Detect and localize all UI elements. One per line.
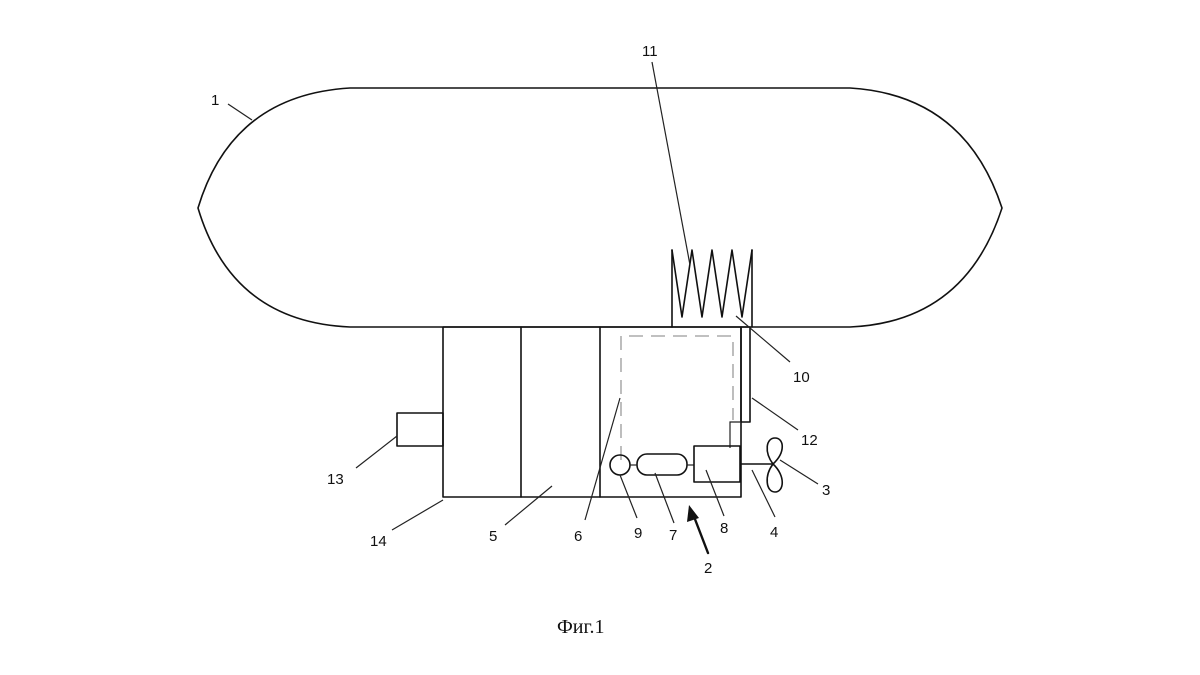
label-1: 1 (211, 92, 219, 109)
leader-8 (705, 469, 725, 517)
label-9: 9 (634, 525, 642, 542)
leader-1 (227, 103, 253, 121)
label-8: 8 (720, 520, 728, 537)
label-2: 2 (704, 560, 712, 577)
leader-9 (619, 474, 638, 519)
arrow-2-shaft (691, 512, 710, 555)
label-13: 13 (327, 471, 344, 488)
leader-11 (651, 61, 691, 266)
label-7: 7 (669, 527, 677, 544)
leader-14 (391, 499, 444, 531)
control-wire (729, 421, 741, 448)
label-12: 12 (801, 432, 818, 449)
leader-10 (735, 315, 791, 363)
label-5: 5 (489, 528, 497, 545)
vertical-pipe (740, 326, 751, 423)
component-8 (693, 445, 741, 483)
leader-12 (751, 397, 799, 431)
label-3: 3 (822, 482, 830, 499)
label-11: 11 (642, 43, 658, 60)
leader-13 (355, 435, 398, 469)
label-14: 14 (370, 533, 387, 550)
leader-3 (779, 459, 819, 485)
propeller-blade-top (766, 437, 784, 465)
leader-4 (751, 469, 776, 518)
radiator-zigzag (671, 249, 753, 318)
label-10: 10 (793, 369, 810, 386)
label-4: 4 (770, 524, 778, 541)
arrow-2-head (687, 505, 699, 522)
radiator-base (672, 250, 752, 327)
gondola-body (442, 326, 742, 498)
leader-5 (504, 485, 553, 526)
airship-envelope (197, 87, 1003, 328)
dashed-control-line (620, 335, 734, 460)
propeller-blade-bottom (766, 463, 784, 493)
leader-7 (654, 472, 675, 524)
leader-6 (584, 397, 621, 521)
component-7 (636, 453, 688, 476)
figure-caption: Фиг.1 (557, 616, 604, 638)
label-6: 6 (574, 528, 582, 545)
side-module (396, 412, 444, 447)
component-9 (609, 454, 631, 476)
